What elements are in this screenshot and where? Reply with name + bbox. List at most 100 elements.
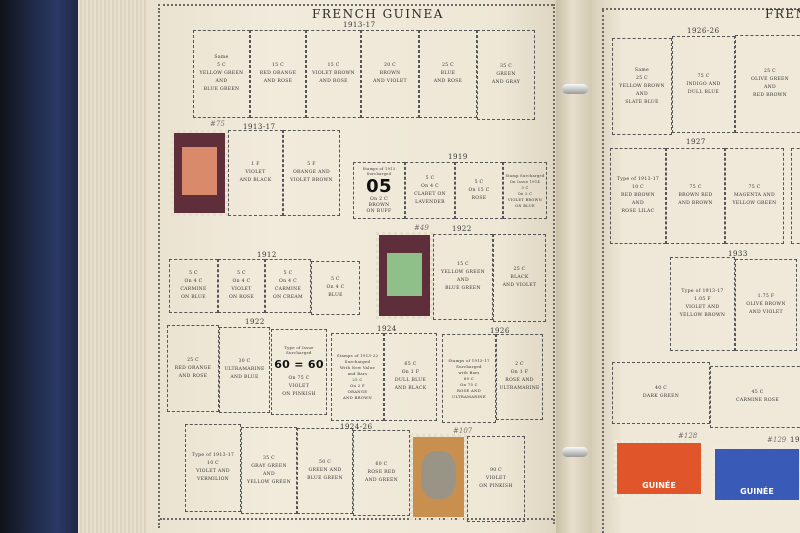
stamp-description: 15 C YELLOW GREEN AND BLUE GREEN xyxy=(441,262,485,291)
stamp-space: 45 C CARMINE ROSE xyxy=(710,366,800,428)
stamp-space: 5 C On 4 C BLUE xyxy=(311,261,360,315)
stamp-description: Type of 1913-17 10 C RED BROWN AND ROSE … xyxy=(616,177,660,214)
stamp-description: 15 C RED ORANGE AND ROSE xyxy=(259,63,297,84)
stamp-space: 25 C BLUE AND ROSE xyxy=(419,30,477,118)
stamp-description: 25 C RED ORANGE AND ROSE xyxy=(174,357,212,379)
stamp-lettering: GUINÉE xyxy=(642,481,676,490)
stamp-description: Stamps of 1913-22 Surcharged With New Va… xyxy=(336,353,379,400)
page-border xyxy=(158,4,553,6)
stamp-space: Same 25 C YELLOW BROWN AND SLATE BLUE xyxy=(612,38,672,135)
stamp-space: Stamps of 1913-17 Surcharged with Bars 6… xyxy=(442,334,496,423)
stamp-space: 35 C GRAY GREEN AND YELLOW GREEN xyxy=(241,427,297,514)
page-border xyxy=(158,8,162,528)
stamp-description: 25 C BLUE AND ROSE xyxy=(433,63,463,84)
page-border xyxy=(553,4,555,524)
year-label: 1927 xyxy=(686,138,706,146)
stamp-description: Same 25 C YELLOW BROWN AND SLATE BLUE xyxy=(619,67,665,105)
stamp-space: 5 C On 15 C ROSE xyxy=(455,162,503,219)
stamp-description: 75 C BROWN RED AND BROWN xyxy=(678,185,713,206)
stamp-space: Stamps of 1913-22 Surcharged With New Va… xyxy=(331,333,384,421)
stamp-space: 90 C VIOLET ON PINKISH xyxy=(467,436,525,522)
stamp-description: 40 C DARK GREEN xyxy=(642,386,680,399)
stamp-description: 65 C On 1 F DULL BLUE AND BLACK xyxy=(394,362,427,391)
stamp-space: 15 C VIOLET BROWN AND ROSE xyxy=(306,30,361,118)
stamp-orange-used xyxy=(410,434,467,520)
page-border xyxy=(160,518,553,520)
stamp-space: 25 C RED ORANGE AND ROSE xyxy=(167,325,219,412)
stamp-space: 60 C ROSE RED AND GREEN xyxy=(353,430,410,516)
stamp-violet-green xyxy=(376,232,433,319)
stamp-description: On 2 C BROWN ON BUFF xyxy=(366,196,392,214)
stamp-space: 5 C On 4 C CARMINE ON CREAM xyxy=(265,259,311,313)
year-label: 1922 xyxy=(452,225,472,233)
stamp-space: 25 C OLIVE GREEN AND RED BROWN xyxy=(735,35,800,133)
stamp-description: Stamp Surcharged On Issue 1914 5 C On 2 … xyxy=(505,173,545,208)
stamp-space: 5 F ORANGE AND VIOLET BROWN xyxy=(283,130,340,216)
stamp-description: Stamps of 1913-17 Surcharged with Bars 6… xyxy=(448,357,490,399)
stamp-space: 5 C On 4 C CARMINE ON BLUE xyxy=(169,259,218,313)
stamp-description: 1.75 F OLIVE BROWN AND VIOLET xyxy=(746,294,786,315)
stamp-space: Stamps of 1913 Surcharged 05 On 2 C BROW… xyxy=(353,162,405,219)
stamp-description: 35 C GRAY GREEN AND YELLOW GREEN xyxy=(247,455,291,485)
year-label: 1924-26 xyxy=(340,423,373,431)
surcharge-caption: Type of Issue Surcharged xyxy=(284,345,314,355)
stamp-space: 2 C On 1 F ROSE AND ULTRAMARINE xyxy=(496,334,543,420)
stamp-space: 20 C BROWN AND VIOLET xyxy=(361,30,419,118)
year-label: 19 xyxy=(790,436,800,444)
stamp-space: 1 F VIOLET AND BLACK xyxy=(228,130,283,216)
stamp-space: Type of 1913-17 10 C VIOLET AND VERMILIO… xyxy=(185,424,241,512)
year-label: 1913-17 xyxy=(243,123,276,131)
stamp-description: 75 C MAGENTA AND YELLOW GREEN xyxy=(732,185,777,206)
stamp-description: Same 5 C YELLOW GREEN AND BLUE GREEN xyxy=(199,55,244,92)
stamp-description: Type of 1913-17 10 C VIOLET AND VERMILIO… xyxy=(191,453,235,482)
binder-ring xyxy=(562,84,588,94)
stamp-description: 30 C ULTRAMARINE AND BLUE xyxy=(224,359,265,380)
binder-ring xyxy=(562,447,588,457)
stamp-description: 15 C VIOLET BROWN AND ROSE xyxy=(312,63,355,84)
page-border xyxy=(602,8,800,10)
stamp-space: 5 C On 4 C VIOLET ON ROSE xyxy=(218,259,265,313)
stamp-description: On 75 C VIOLET ON PINKISH xyxy=(282,376,316,397)
stamp-space: Type of 1913-17 10 C RED BROWN AND ROSE … xyxy=(610,148,666,244)
surcharge-value: 05 xyxy=(366,175,392,197)
page-title: FRENCH xyxy=(765,7,800,21)
stamp-description: 50 C GREEN AND BLUE GREEN xyxy=(307,460,343,481)
stamp-description: 90 C VIOLET ON PINKISH xyxy=(479,468,513,489)
year-label: 1919 xyxy=(448,153,468,161)
stamp-space: 50 C GREEN AND BLUE GREEN xyxy=(297,428,353,514)
stamp-description: Type of 1913-17 1.05 F VIOLET AND YELLOW… xyxy=(679,289,726,318)
stamp-space: Stamp Surcharged On Issue 1914 5 C On 2 … xyxy=(503,162,547,219)
stamp-description: 35 C GREEN AND GRAY xyxy=(491,64,521,85)
stamp-description: 25 C OLIVE GREEN AND RED BROWN xyxy=(751,69,789,98)
stamp-space: 75 C MAGENTA AND YELLOW GREEN xyxy=(725,148,784,244)
stamp-space: Type of 1913-17 1.05 F VIOLET AND YELLOW… xyxy=(670,257,735,351)
page-border xyxy=(602,10,604,533)
year-label: 1912 xyxy=(257,251,277,259)
handwritten-note: #128 xyxy=(678,432,698,440)
year-label: 1933 xyxy=(728,250,748,258)
surcharge-value: 60 = 60 xyxy=(274,358,324,371)
stamp-description: 5 C On 4 C VIOLET ON ROSE xyxy=(228,271,255,300)
page-stack xyxy=(78,0,158,533)
year-label: 1926 xyxy=(490,327,510,335)
year-label: 1926-26 xyxy=(687,27,720,35)
stamp-space: 5 C On 4 C CLARET ON LAVENDER xyxy=(405,162,455,219)
handwritten-note: #129 xyxy=(767,436,787,444)
stamp-description: 25 C BLACK AND VIOLET xyxy=(502,267,537,288)
stamp-brown-orange xyxy=(171,130,228,216)
stamp-space: 25 C BLACK AND VIOLET xyxy=(493,234,546,322)
year-label: 1924 xyxy=(377,325,397,333)
stamp-description: 5 C On 4 C CARMINE ON CREAM xyxy=(273,271,303,300)
stamp-description: 1 F VIOLET AND BLACK xyxy=(239,162,272,183)
stamp-description: 5 F ORANGE AND VIOLET BROWN xyxy=(290,162,333,183)
stamp-space: 15 C YELLOW GREEN AND BLUE GREEN xyxy=(433,234,493,320)
stamp-space: Type of Issue Surcharged 60 = 60 On 75 C… xyxy=(271,329,327,415)
stamp-description: 5 C On 4 C CARMINE ON BLUE xyxy=(180,271,207,300)
stamp-space: Same 5 C YELLOW GREEN AND BLUE GREEN xyxy=(193,30,250,118)
stamp-space: 1.75 F OLIVE BROWN AND VIOLET xyxy=(735,259,797,351)
stamp-space: 15 C RED ORANGE AND ROSE xyxy=(250,30,306,118)
stamp-description: 2 C On 1 F ROSE AND ULTRAMARINE xyxy=(499,362,540,391)
handwritten-note: #75 xyxy=(210,120,225,128)
stamp-description: 5 C On 15 C ROSE xyxy=(468,179,490,201)
page-title: FRENCH GUINEA xyxy=(312,7,444,21)
